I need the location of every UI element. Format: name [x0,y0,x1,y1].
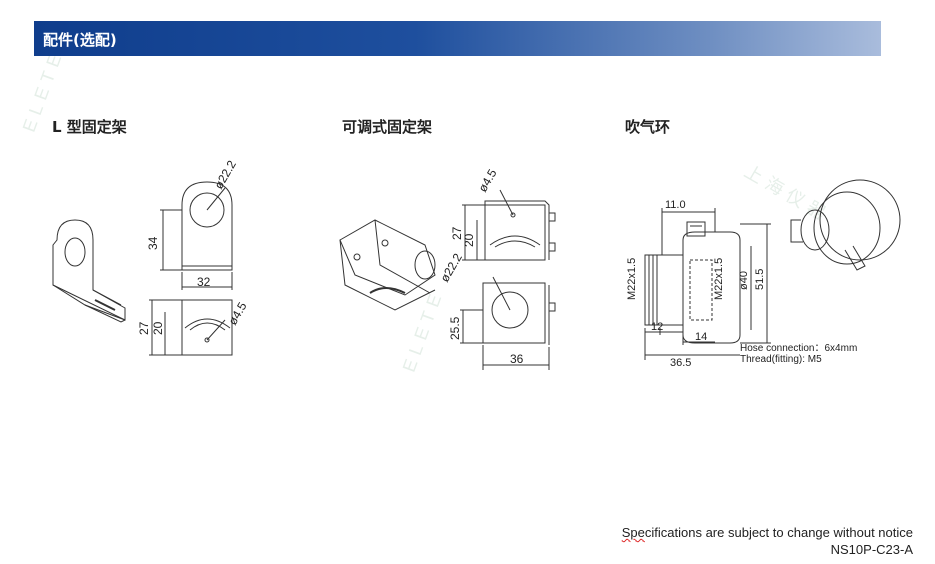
spec-notice-rest: cifications are subject to change withou… [644,525,913,540]
dim-label: ø4.5 [475,166,499,194]
dim-label: 27 [450,226,464,240]
dim-label: 25.5 [448,316,462,340]
l-bracket-drawing: ø22.2 34 32 27 20 ø4.5 [52,160,250,356]
hose-connection-note: Hose connection：6x4mm [740,343,857,354]
dim-label: 32 [197,275,211,289]
air-ring-drawing: 11.0 M22x1.5 M22x1.5 ø40 51.5 12 14 36.5… [626,179,901,369]
dim-label: 20 [462,233,476,247]
thread-note: Thread(fitting): M5 [740,354,822,365]
section-title-adjustable-bracket: 可调式固定架 [342,118,433,136]
spec-notice-misspelled: Spe [621,525,645,540]
banner-title: 配件(选配) [43,31,117,49]
dim-label: 36.5 [670,357,691,369]
dim-label: 27 [137,321,151,335]
spec-notice: Specifications are subject to change wit… [622,525,913,540]
dim-label: 51.5 [754,269,766,290]
dim-label: M22x1.5 [713,258,725,300]
header-banner: 配件(选配) [34,21,881,56]
dim-label: 11.0 [665,199,686,211]
dim-label: ø40 [738,271,750,290]
section-title-l-bracket: L 型固定架 [52,118,127,136]
dim-label: 20 [151,321,165,335]
dim-label: 12 [651,321,663,333]
adjustable-bracket-drawing: ø4.5 27 20 ø22.2 25.5 36 [339,166,556,370]
dim-label: 36 [510,352,524,366]
dim-label: M22x1.5 [626,258,638,300]
dim-label: 14 [695,331,707,343]
dim-label: ø4.5 [225,299,249,327]
section-title-air-purge-ring: 吹气环 [625,118,671,136]
dim-label: 34 [146,236,160,250]
dim-label: ø22.2 [437,251,465,285]
document-code: NS10P-C23-A [830,542,913,557]
dim-label: ø22.2 [211,160,239,192]
